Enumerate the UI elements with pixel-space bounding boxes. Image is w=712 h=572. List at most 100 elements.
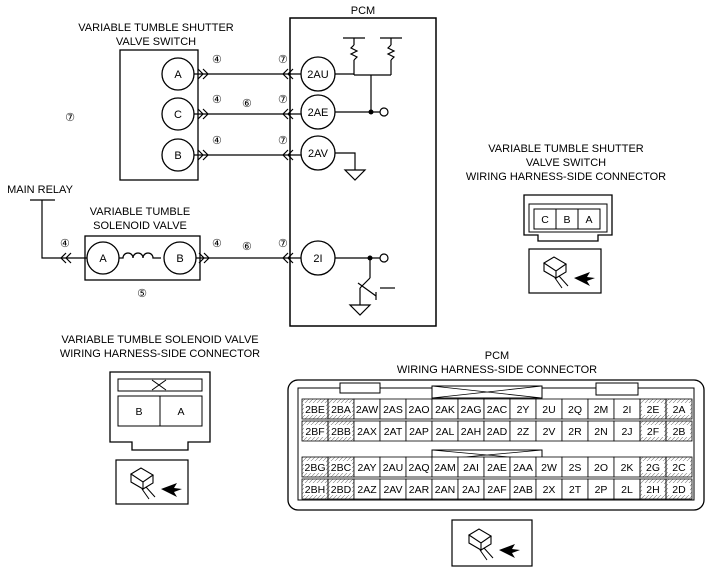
wire-spec-4-sol: ④ bbox=[212, 238, 222, 250]
wire-spec-4-relay: ④ bbox=[60, 238, 70, 250]
sw-conn-title-3: WIRING HARNESS-SIDE CONNECTOR bbox=[466, 171, 666, 183]
pcm-connector-cell-label: 2BE bbox=[305, 404, 325, 416]
solenoid-connector-view: VARIABLE TUMBLE SOLENOID VALVE WIRING HA… bbox=[60, 334, 260, 505]
pcm-connector-cell-label-bg bbox=[642, 403, 664, 415]
switch-pcm-wires bbox=[194, 68, 301, 161]
pcm-connector-cell-label: 2AC bbox=[487, 404, 508, 416]
pcm-connector-cell-label: 2BG bbox=[304, 462, 325, 474]
pcm-connector-cell-label-bg bbox=[330, 461, 352, 473]
svg-text:2AV: 2AV bbox=[308, 148, 329, 160]
sol-conn-title-1: VARIABLE TUMBLE SOLENOID VALVE bbox=[61, 334, 258, 346]
sw-conn-title-1: VARIABLE TUMBLE SHUTTER bbox=[488, 143, 644, 155]
solenoid-pin-b: B bbox=[163, 241, 197, 275]
pcm-connector-cell-label: 2W bbox=[541, 462, 557, 474]
pcm-connector-cell-label: 2AR bbox=[409, 484, 430, 496]
pcm-pin-2i: 2I bbox=[300, 240, 336, 276]
pcm-connector-cell-label: 2Z bbox=[517, 426, 530, 438]
wire-spec-7-a: ⑦ bbox=[278, 54, 288, 66]
pcm-connector-cell-label: 2R bbox=[568, 426, 582, 438]
pcm-connector-cell-label: 2BD bbox=[331, 484, 352, 496]
sw-conn-cell-3: A bbox=[585, 214, 592, 226]
pcm-connector-cell-label: 2AZ bbox=[357, 484, 377, 496]
tumble-shutter-switch: VARIABLE TUMBLE SHUTTER VALVE SWITCH ⑦ A… bbox=[65, 22, 234, 181]
sol-conn-cell-1: B bbox=[135, 406, 142, 418]
wire-spec-7-b: ⑦ bbox=[278, 135, 288, 147]
svg-text:B: B bbox=[174, 150, 181, 162]
pcm-connector-view: PCM WIRING HARNESS-SIDE CONNECTOR 2BE 2BA… bbox=[287, 350, 705, 567]
pcm-connector-cell-label: 2AP bbox=[409, 426, 429, 438]
pcm-connector-cell-label-bg bbox=[304, 461, 326, 473]
solenoid-wires bbox=[56, 252, 301, 264]
pcm-connector-cell-label-bg bbox=[304, 425, 326, 437]
pcm-connector-cell-label-bg bbox=[668, 403, 690, 415]
pcm-connector-cell-label: 2V bbox=[543, 426, 556, 438]
pcm-connector-cell-label: 2G bbox=[646, 462, 660, 474]
pcm-connector-cell-label: 2AT bbox=[384, 426, 403, 438]
pcm-connector-cell-label: 2D bbox=[672, 484, 686, 496]
wire-spec-7-c: ⑦ bbox=[278, 94, 288, 106]
pcm-connector-cell-label: 2C bbox=[672, 462, 686, 474]
pcm-connector-cell-label: 2Y bbox=[517, 404, 530, 416]
pcm-connector-cell-label: 2AW bbox=[356, 404, 378, 416]
sol-conn-cell-2: A bbox=[177, 406, 184, 418]
pcm-connector-cell-label: 2BB bbox=[331, 426, 351, 438]
switch-title-line2: VALVE SWITCH bbox=[116, 36, 196, 48]
pcm-connector-cell-label-bg bbox=[642, 425, 664, 437]
pcm-connector-cell-label: 2AU bbox=[383, 462, 403, 474]
solenoid-coil bbox=[119, 252, 161, 259]
main-relay: MAIN RELAY bbox=[7, 184, 74, 259]
pcm-conn-title-1: PCM bbox=[485, 350, 509, 362]
pcm-connector-cell-label: 2BA bbox=[331, 404, 351, 416]
wire-spec-4-b: ④ bbox=[212, 135, 222, 147]
switch-pin-c: C bbox=[161, 97, 195, 131]
pcm-connector-cell-label: 2I bbox=[623, 404, 632, 416]
pcm-connector-cell-label: 2T bbox=[569, 484, 582, 496]
pcm-connector-cell-label: 2AX bbox=[357, 426, 377, 438]
solenoid-title-line1: VARIABLE TUMBLE bbox=[90, 206, 190, 218]
pcm-connector-cell-label: 2A bbox=[673, 404, 686, 416]
pcm-connector-cell-label-bg bbox=[668, 483, 690, 495]
pcm-connector-cell-label: 2AA bbox=[513, 462, 533, 474]
pcm-connector-cell-label: 2BH bbox=[305, 484, 325, 496]
pcm-driver-transistor bbox=[348, 258, 395, 316]
pcm-connector-cell-label: 2AG bbox=[460, 404, 481, 416]
wire-spec-4-c: ④ bbox=[212, 94, 222, 106]
pcm-connector-cell-label: 2M bbox=[594, 404, 609, 416]
sw-conn-cell-2: B bbox=[563, 214, 570, 226]
pcm-connector-cell-label: 2S bbox=[569, 462, 582, 474]
wire-spec-7-sol: ⑦ bbox=[278, 238, 288, 250]
pcm-connector-cell-label: 2BF bbox=[305, 426, 324, 438]
pcm-connector-cell-label: 2AD bbox=[487, 426, 508, 438]
solenoid-wire-spec: ⑤ bbox=[137, 288, 147, 300]
connector-view-direction-icon bbox=[528, 248, 602, 294]
svg-text:B: B bbox=[176, 253, 183, 265]
pcm-connector-cell-label: 2AM bbox=[434, 462, 456, 474]
pcm-block: PCM bbox=[289, 5, 437, 327]
pcm-connector-cell-label: 2P bbox=[595, 484, 608, 496]
pcm-conn-title-2: WIRING HARNESS-SIDE CONNECTOR bbox=[397, 364, 597, 376]
switch-wire-spec: ⑦ bbox=[65, 112, 75, 124]
pcm-label: PCM bbox=[351, 5, 375, 17]
pcm-connector-cell-label: 2AI bbox=[463, 462, 479, 474]
pcm-connector-cell-label: 2AQ bbox=[408, 462, 429, 474]
pcm-pin-2av: 2AV bbox=[300, 135, 336, 171]
pcm-connector-cell-label: 2B bbox=[673, 426, 686, 438]
pcm-connector-cell-label: 2E bbox=[647, 404, 660, 416]
pcm-connector-cell-label: 2AO bbox=[408, 404, 429, 416]
pcm-connector-cell-label: 2F bbox=[647, 426, 659, 438]
pcm-connector-cell-label: 2AY bbox=[357, 462, 376, 474]
connector-view-direction-icon bbox=[451, 519, 533, 567]
wire-spec-4-a: ④ bbox=[212, 54, 222, 66]
pcm-connector-cell-label: 2BC bbox=[331, 462, 352, 474]
switch-connector-view: VARIABLE TUMBLE SHUTTER VALVE SWITCH WIR… bbox=[466, 143, 666, 294]
pcm-pin-2ae: 2AE bbox=[300, 94, 336, 130]
sw-conn-cell-1: C bbox=[541, 214, 549, 226]
pcm-connector-cell-label: 2AE bbox=[487, 462, 507, 474]
pcm-connector-cell-label: 2N bbox=[594, 426, 607, 438]
pcm-connector-cell-label: 2Q bbox=[568, 404, 582, 416]
tumble-solenoid-valve: VARIABLE TUMBLE SOLENOID VALVE A B ⑤ bbox=[84, 206, 201, 300]
svg-text:A: A bbox=[174, 69, 182, 81]
switch-pin-b: B bbox=[161, 138, 195, 172]
